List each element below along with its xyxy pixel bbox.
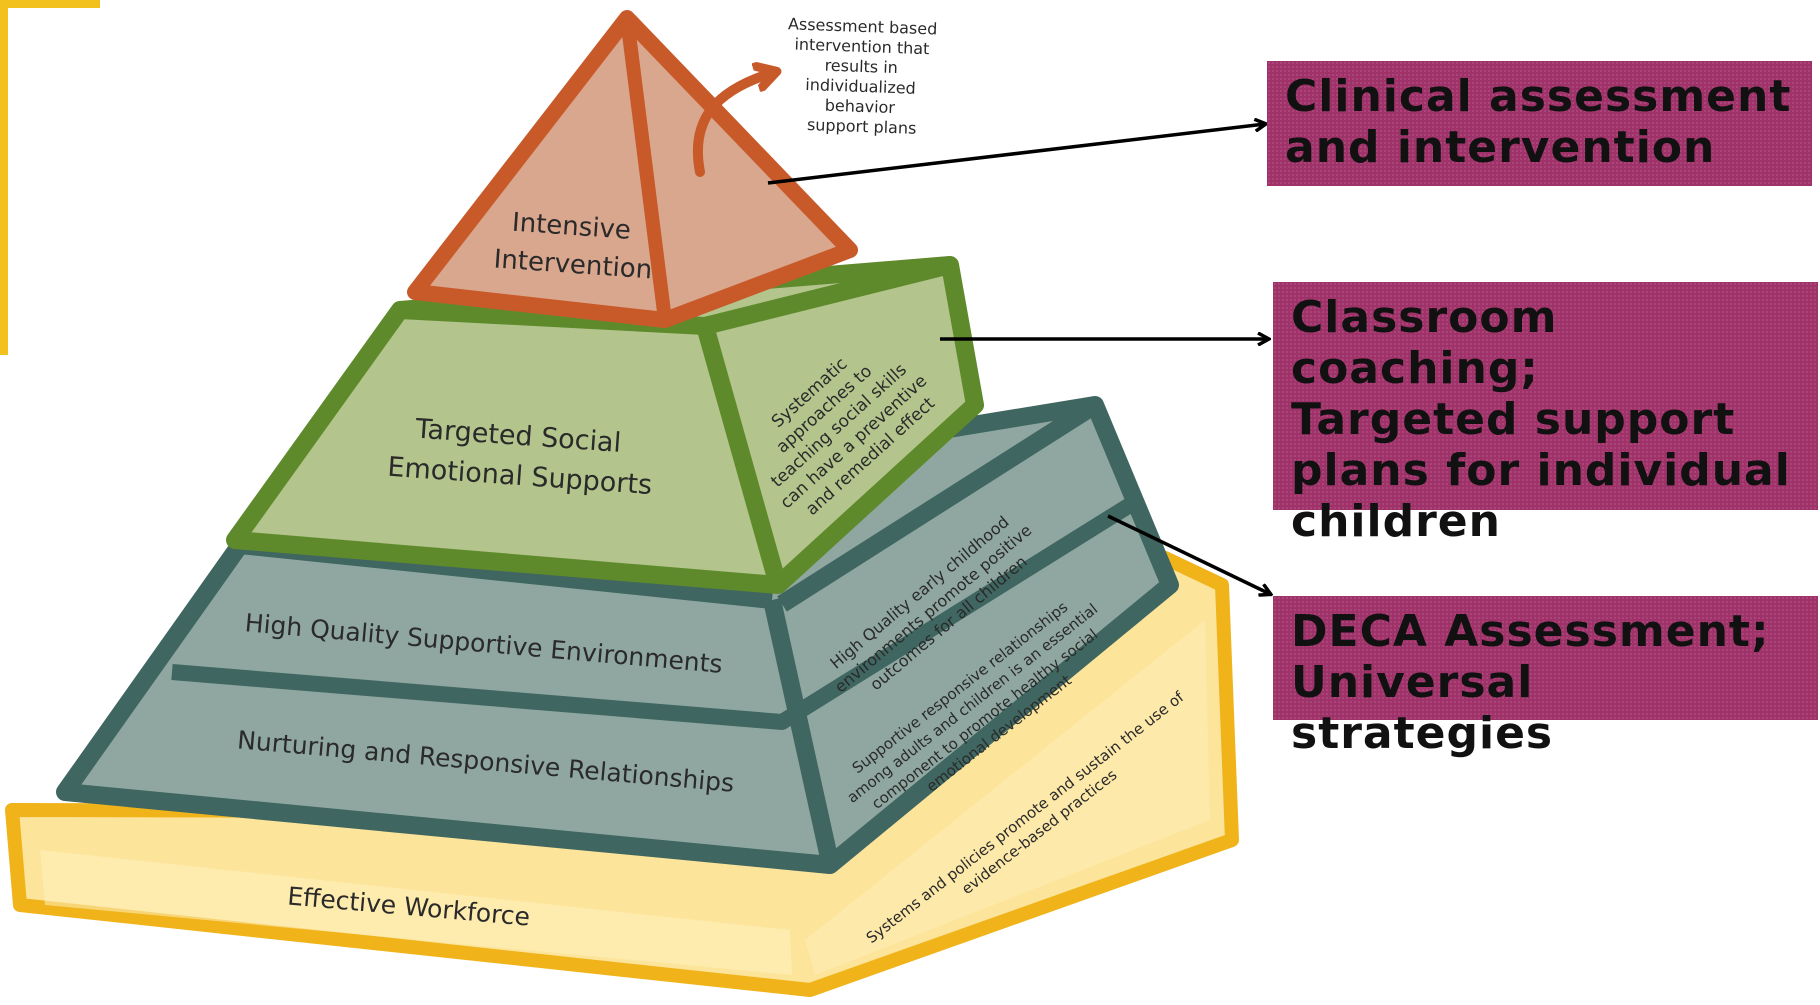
intensive-label: Intensive Intervention [493,207,656,286]
callout-classroom: Classroom coaching; Targeted support pla… [1273,282,1818,547]
intensive-curved-arrow [692,72,775,177]
tier-intensive [407,10,858,328]
callout-deca: DECA Assessment; Universal strategies [1273,596,1818,759]
arrow-to-clinical-callout [767,124,1265,185]
slide-accent-edge [0,0,100,355]
tier-universal [56,396,1179,874]
tier-workforce [5,551,1239,997]
intensive-note: Assessment based intervention that resul… [784,14,943,138]
tier-targeted [226,256,984,594]
arrow-to-deca-callout [1107,514,1270,594]
callout-clinical: Clinical assessment and intervention [1267,61,1812,186]
